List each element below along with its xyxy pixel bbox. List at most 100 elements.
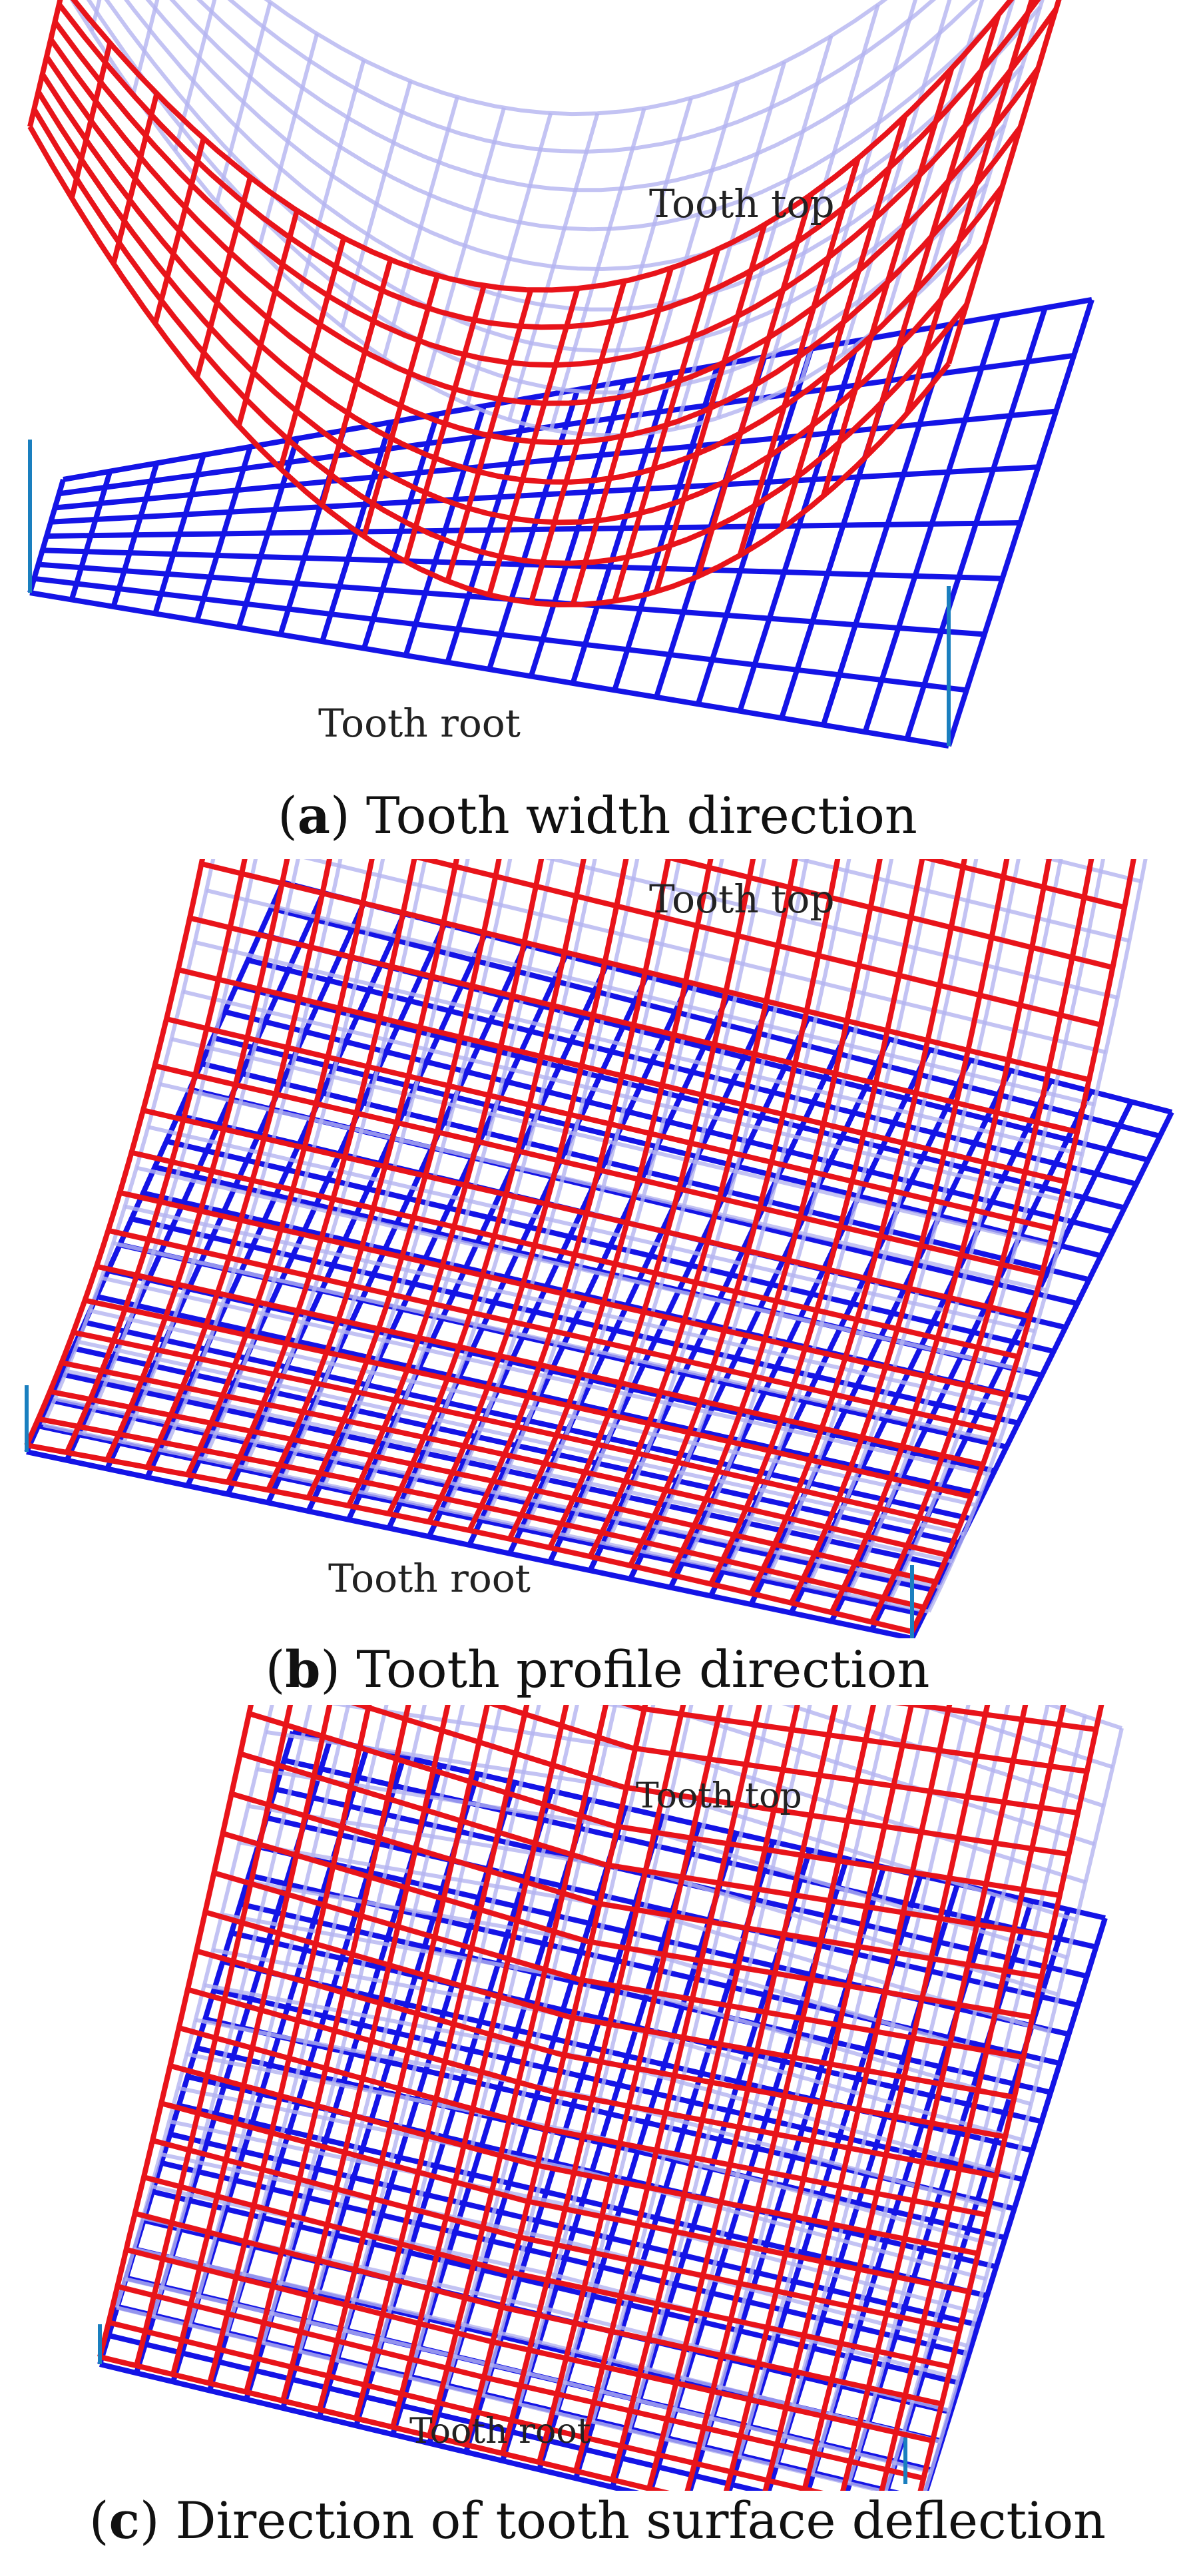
panel-c-deflection-mesh-line-v xyxy=(169,2063,979,2256)
panel-c-deflection-mesh-line-v xyxy=(99,2354,670,2491)
panel-a-base-grid-line-v xyxy=(51,464,1039,525)
panel-b-shadow-mesh-line-v xyxy=(54,1397,941,1590)
panel-c-tooth-root-label: Tooth root xyxy=(409,2412,591,2451)
panel-b-mesh-plot xyxy=(24,859,1174,1638)
panel-c-deflection-mesh-line-v xyxy=(487,1705,1078,1816)
panel-a-mesh-plot xyxy=(27,0,1094,749)
panel-a-tooth-root-label: Tooth root xyxy=(318,701,521,746)
panel-b-shadow-mesh-line-v xyxy=(89,1309,977,1507)
panel-a-caption: (a) Tooth width direction xyxy=(278,786,917,845)
panel-a-deflection-mesh-line-v xyxy=(36,90,987,525)
panel-b-deflection-mesh-line-v xyxy=(189,915,1078,1135)
panel-b-deflection-mesh-line-v xyxy=(96,1263,984,1468)
panel-b-caption-letter: b xyxy=(285,1640,321,1699)
panel-b-deflection-mesh-line-v xyxy=(73,1329,960,1530)
panel-c-base-grid-line-v xyxy=(239,1901,1052,2095)
panel-b-tooth-root-label: Tooth root xyxy=(328,1556,531,1601)
panel-c-tooth-top-label: Tooth top xyxy=(636,1776,802,1816)
panel-b-deflection-mesh-line-v xyxy=(26,1443,913,1634)
panel-b-deflection-mesh-line-v xyxy=(107,1227,995,1434)
panel-c-caption-letter: c xyxy=(109,2491,140,2550)
panel-b-shadow-mesh-line-v xyxy=(136,1165,1024,1373)
panel-c-deflection-mesh-line-v xyxy=(351,1705,1070,1857)
panel-b-shadow-mesh-line-v xyxy=(113,1241,1001,1444)
panel-a-tooth-top-label: Tooth top xyxy=(649,181,835,226)
panel-c-deflection-mesh-line-v xyxy=(108,2320,824,2491)
panel-c-deflection-mesh-line-v xyxy=(186,1987,997,2179)
panel-b-shadow-mesh-line-v xyxy=(545,859,1118,1000)
panel-a-deflection-mesh-line-v xyxy=(49,37,1041,406)
panel-a-deflection-mesh-line-v xyxy=(53,7,1059,368)
panel-a-shadow-mesh-line-v xyxy=(196,0,979,192)
panel-c-deflection-mesh-line-v xyxy=(895,1705,1096,1732)
panel-c-shadow-mesh-line-v xyxy=(914,1705,1114,1770)
panel-c-caption-text: Direction of tooth surface deflection xyxy=(175,2491,1106,2550)
panel-b-shadow-mesh-line-v xyxy=(170,1037,1059,1249)
panel-c-deflection-mesh-line-v xyxy=(230,1791,1043,1980)
panel-a-deflection-mesh-line-v xyxy=(70,0,1015,293)
panel-c-deflection-mesh-line-v xyxy=(204,1909,1015,2100)
panel-b-base-grid-line-v xyxy=(37,1423,925,1618)
panel-b-caption: (b) Tooth profile direction xyxy=(265,1640,930,1699)
panel-c-deflection-mesh-line-v xyxy=(134,2210,943,2407)
panel-c-deflection-mesh-line-v xyxy=(152,2138,961,2332)
panel-b-shadow-mesh-line-v xyxy=(66,1369,953,1564)
panel-a-deflection-mesh-line-v xyxy=(31,107,969,566)
panel-a-shadow-mesh-line-u xyxy=(89,0,102,32)
panel-b-shadow-mesh-line-v xyxy=(791,859,1130,943)
panel-a-shadow-mesh-line-v xyxy=(104,0,1007,353)
panel-c-deflection-mesh-line-u xyxy=(134,1705,294,2367)
panel-a-shadow-mesh-line-v xyxy=(145,0,1042,271)
panel-a-shadow-mesh-line-v xyxy=(169,0,1015,232)
panel-c-deflection-mesh-line-v xyxy=(117,2284,925,2481)
panel-b-shadow-mesh-line-v xyxy=(182,990,1071,1204)
panel-c-base-grid-line-v xyxy=(108,2332,770,2491)
panel-b-deflection-mesh-line-v xyxy=(166,1016,1055,1232)
panel-c-deflection-mesh-line-v xyxy=(222,1831,1033,2020)
panel-c-deflection-mesh-line-v xyxy=(125,2247,933,2443)
panel-b-deflection-mesh-line-v xyxy=(61,1360,949,1558)
panel-a-deflection-mesh-line-v xyxy=(27,125,951,607)
panel-a-shadow-mesh-line-v xyxy=(124,0,1024,312)
panel-b-tooth-top-label: Tooth top xyxy=(649,876,835,922)
panel-b-shadow-mesh-line-v xyxy=(206,888,1094,1107)
panel-a-shadow-mesh-line-v xyxy=(86,0,989,395)
panel-a-shadow-mesh-line-v xyxy=(264,0,888,117)
panel-c-base-grid-line-v xyxy=(99,2362,640,2491)
panel-b-deflection-mesh-line-v xyxy=(37,1416,925,1610)
panel-b-deflection-mesh-line-v xyxy=(414,859,1102,1028)
panel-b-deflection-mesh-line-v xyxy=(142,1108,1031,1319)
panel-c-deflection-mesh-line-v xyxy=(239,1751,1051,1939)
panel-c-base-grid-line-v xyxy=(178,2102,988,2299)
panel-a-base-grid-line-v xyxy=(42,547,1003,581)
panel-b-shadow-mesh-line-v xyxy=(101,1275,989,1476)
panel-a-deflection-mesh-line-v xyxy=(44,55,1023,446)
panel-c-mesh-plot xyxy=(97,1705,1124,2491)
panel-c-deflection-mesh-line-v xyxy=(213,1870,1024,2061)
panel-b-base-grid-line-v xyxy=(49,1397,937,1594)
panel-b-deflection-mesh-line-v xyxy=(154,1063,1043,1277)
panel-c-shadow-mesh-line-u xyxy=(923,1728,1124,2491)
panel-c-deflection-mesh-line-v xyxy=(160,2100,970,2295)
panel-a-base-grid-line-v xyxy=(33,575,967,693)
panel-a-deflection-mesh-line-v xyxy=(40,73,1005,485)
panel-a-shadow-mesh-line-v xyxy=(69,0,971,438)
panel-c-deflection-mesh-line-v xyxy=(178,2025,988,2218)
panel-b-shadow-mesh-line-u xyxy=(41,859,216,1427)
panel-b-shadow-mesh-line-v xyxy=(159,1082,1047,1293)
panel-c-shadow-mesh-line-v xyxy=(133,2247,941,2444)
panel-c-shadow-mesh-line-v xyxy=(124,2277,932,2474)
panel-c-deflection-mesh-line-v xyxy=(195,1948,1006,2140)
panel-a-caption-letter: a xyxy=(297,786,331,845)
panel-b-shadow-mesh-line-v xyxy=(194,940,1083,1157)
panel-b-deflection-mesh-line-v xyxy=(84,1297,972,1500)
panel-c-shadow-mesh-line-v xyxy=(782,1705,1104,1808)
panel-b-deflection-mesh-line-v xyxy=(664,859,1114,970)
panel-b-deflection-mesh-line-v xyxy=(49,1389,937,1585)
panel-b-shadow-mesh-line-v xyxy=(147,1125,1036,1333)
panel-b-shadow-mesh-line-v xyxy=(43,1423,929,1614)
panel-c-caption: (c) Direction of tooth surface deflectio… xyxy=(89,2491,1106,2550)
panel-b-deflection-mesh-line-v xyxy=(119,1189,1007,1398)
panel-b-base-grid-line-v xyxy=(61,1371,949,1570)
